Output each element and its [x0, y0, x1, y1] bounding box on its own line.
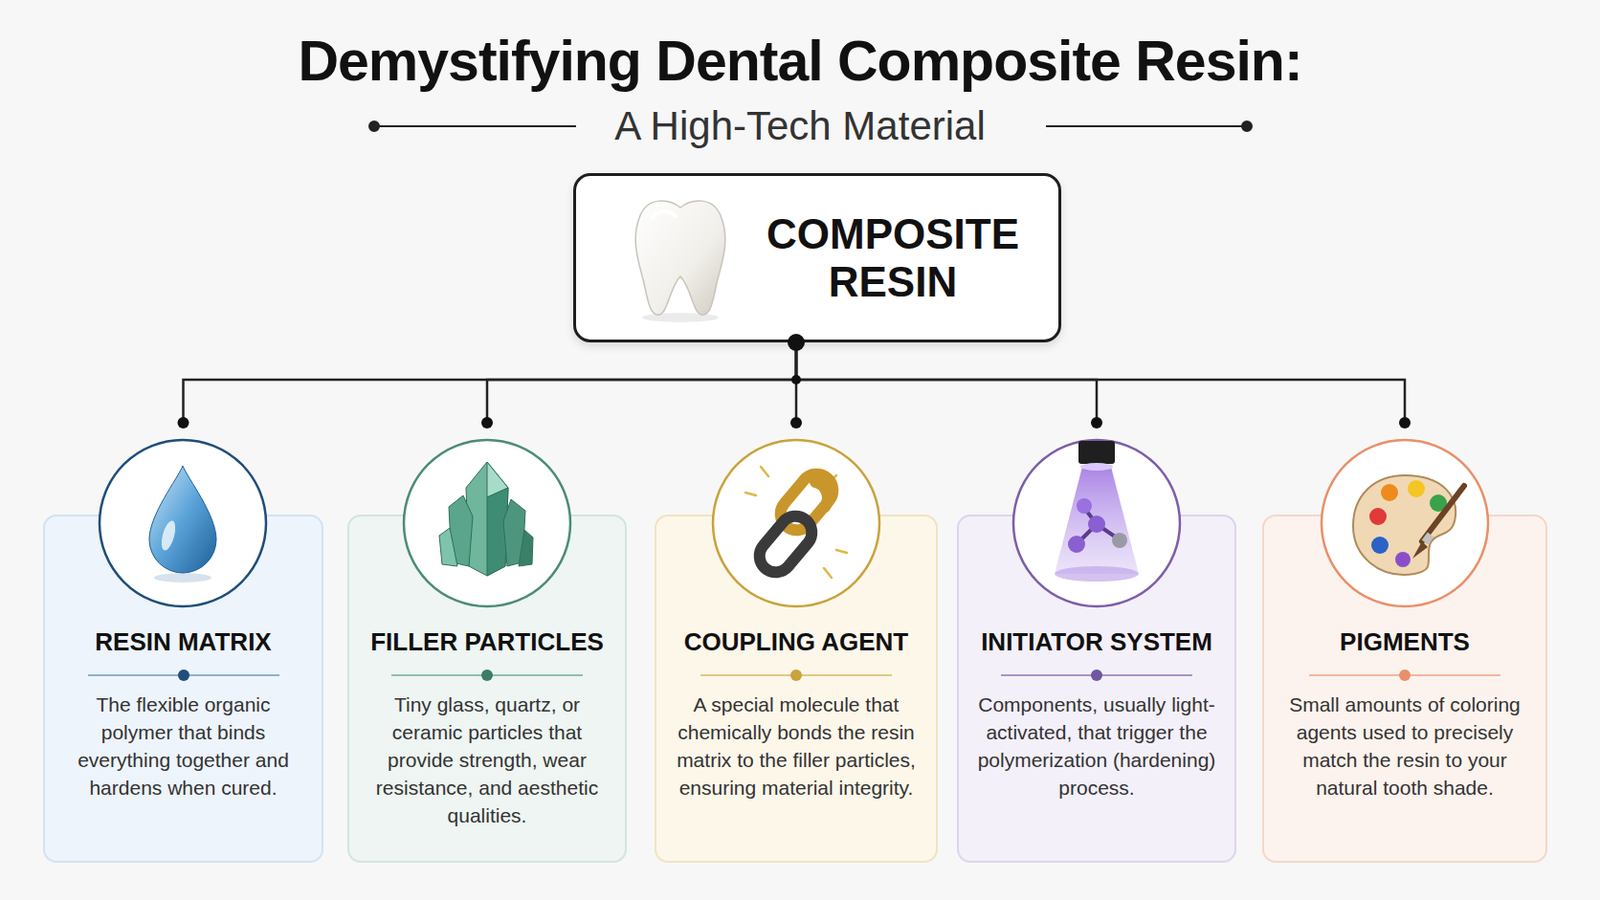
- divider-dot: [790, 669, 802, 682]
- root-box: COMPOSITE RESIN: [573, 173, 1062, 343]
- card-panel: COUPLING AGENT A special molecule that ch…: [654, 514, 938, 864]
- card-description: Small amounts of coloring agents used to…: [1279, 690, 1531, 802]
- divider-rule: [1000, 669, 1193, 682]
- end-dot: [1399, 417, 1411, 429]
- icon-circle: [99, 440, 1489, 607]
- component-card: FILLER PARTICLES Tiny glass, quartz, or c…: [347, 425, 627, 864]
- card-panel: INITIATOR SYSTEM Components, usually ligh…: [956, 514, 1237, 864]
- text-holder: COMPOSITE RESIN: [749, 210, 1037, 307]
- subtitle: A High-Tech Material: [0, 101, 1600, 152]
- component-card: COUPLING AGENT A special molecule that ch…: [654, 425, 938, 864]
- crystal-icon: [439, 462, 534, 577]
- divider-rule: [391, 669, 583, 682]
- card-heading: PIGMENTS: [1264, 626, 1546, 658]
- component-card: RESIN MATRIX The flexible organic polymer…: [43, 425, 324, 864]
- divider-rule: [88, 669, 280, 682]
- origin-dot: [787, 333, 805, 352]
- palette-icon: [1353, 475, 1465, 576]
- connector-line: [795, 342, 799, 426]
- end-dot: [790, 417, 802, 429]
- connector-line: [183, 342, 798, 426]
- end-dot: [1090, 417, 1103, 429]
- connector-line: [796, 342, 1405, 426]
- divider-rule: [700, 669, 892, 682]
- title: Demystifying Dental Composite Resin:: [0, 26, 1600, 96]
- component-card: PIGMENTS Small amounts of coloring agents…: [1262, 425, 1548, 864]
- drop-icon: [149, 466, 217, 583]
- card-description: Components, usually light-activated, tha…: [971, 690, 1223, 802]
- card-heading: COUPLING AGENT: [656, 626, 936, 658]
- root-title: COMPOSITE RESIN: [749, 210, 1037, 307]
- divider-rule: [1309, 669, 1501, 682]
- card-heading: RESIN MATRIX: [44, 626, 322, 658]
- card-heading: INITIATOR SYSTEM: [958, 626, 1235, 658]
- end-dot: [177, 417, 190, 429]
- divider-dot: [1399, 669, 1411, 682]
- card-description: A special molecule that chemically bonds…: [670, 690, 922, 802]
- component-card: INITIATOR SYSTEM Components, usually ligh…: [956, 425, 1237, 864]
- card-description: Tiny glass, quartz, or ceramic particles…: [361, 690, 613, 830]
- divider-dot: [481, 669, 493, 682]
- card-panel: RESIN MATRIX The flexible organic polymer…: [43, 514, 324, 864]
- junction-dot: [791, 375, 801, 385]
- curing-light-icon: [1054, 441, 1139, 582]
- end-dot: [481, 417, 493, 429]
- divider-dot: [177, 669, 190, 682]
- tooth-icon: [635, 200, 726, 323]
- connector-line: [796, 342, 1097, 426]
- divider-dot: [1090, 669, 1103, 682]
- chain-icon: [745, 466, 847, 579]
- connector-line: [487, 342, 797, 426]
- card-panel: FILLER PARTICLES Tiny glass, quartz, or c…: [347, 514, 627, 864]
- card-panel: PIGMENTS Small amounts of coloring agents…: [1262, 514, 1548, 864]
- card-description: The flexible organic polymer that binds …: [58, 690, 310, 802]
- card-heading: FILLER PARTICLES: [349, 626, 625, 658]
